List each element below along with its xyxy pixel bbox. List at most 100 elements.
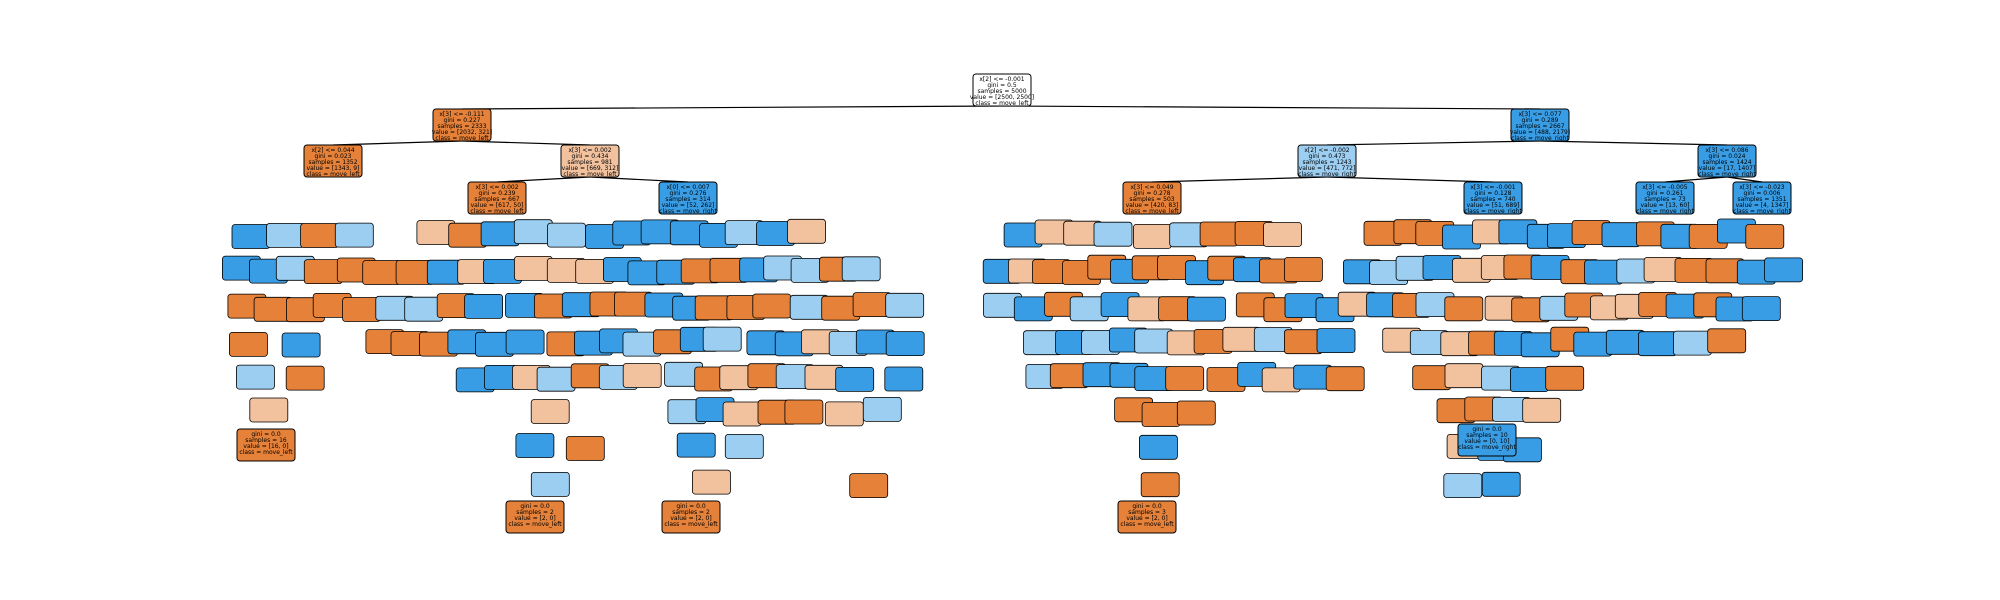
tree-node-box [300,223,340,248]
tree-node-box [692,469,731,495]
tree-node-box [480,221,520,247]
tree-edge [461,140,591,146]
node-text-line: x[3] <= 0.002 [568,147,611,154]
node-text-line: x[3] <= -0.001 [1470,184,1515,191]
node-text-line: class = move_right [1698,171,1756,178]
tree-node-box [622,363,662,388]
node-text-line: value = [2500, 2500] [970,94,1034,101]
tree-edge [1001,105,1541,110]
node-text-line: gini = 0.024 [1709,153,1746,160]
tree-node-box [530,399,570,424]
node-text-line: class = move_left [1120,521,1174,528]
tree-node-box [1325,366,1365,392]
node-text-line: samples = 314 [665,196,710,203]
node-text-line: class = move_left [306,171,360,178]
node-text-line: gini = 0.289 [1522,117,1559,124]
tree-edge [1326,176,1494,183]
node-text-line: value = [17, 1407] [1699,165,1756,172]
node-text-line: class = move_left [470,208,524,215]
node-text-line: samples = 1352 [308,159,357,166]
tree-node-box [565,436,605,461]
tree-node-box [787,218,826,244]
node-text-line: value = [617, 50] [471,202,524,209]
node-text-line: gini = 0.473 [1309,153,1346,160]
tree-node-box [676,432,716,458]
tree-node-box [1601,222,1641,248]
node-text-line: samples = 1424 [1702,159,1751,166]
tree-node-box [835,366,875,392]
node-box [1122,181,1182,215]
node-text-line: class = move_left [664,521,718,528]
tree-edge [332,140,463,146]
node-text-line: gini = 0.434 [572,153,609,160]
tree-node-box [1741,296,1781,322]
node-text-line: samples = 1351 [1737,196,1786,203]
tree-node-box [1133,223,1172,249]
tree-node-box [841,256,881,282]
tree-node-box [1176,400,1216,426]
node-box [661,500,721,534]
node-text-line: value = [2, 0] [1126,515,1167,522]
tree-node-box [1139,434,1178,460]
node-text-line: samples = 16 [245,437,287,444]
node-text-line: gini = 0.227 [444,117,481,124]
node-text-line: samples = 667 [474,196,519,203]
node-box [467,181,527,215]
node-box [1457,423,1517,457]
node-text-line: value = [2032, 321] [432,129,492,136]
tree-node-box [285,365,325,391]
node-text-line: gini = 0.0 [1472,426,1502,433]
node-box [303,144,363,178]
tree-node-box [342,297,382,322]
node-text-line: class = move_right [659,208,717,215]
tree-node-box [1510,367,1549,393]
tree-node-box [249,397,289,423]
node-text-line: value = [52, 262] [662,202,715,209]
tree-node-box [1545,365,1585,391]
tree-node-box [514,255,553,281]
tree-edge [1539,140,1728,146]
tree-node-box [1093,221,1133,247]
tree-node-box [513,219,553,245]
tree-edge [1326,140,1541,146]
node-text-line: class = move_left [508,521,562,528]
node-text-line: gini = 0.278 [1134,190,1171,197]
node-box [1117,500,1177,534]
node-box [505,500,565,534]
tree-node-box [266,222,306,248]
node-text-line: x[3] <= -0.005 [1642,184,1687,191]
node-text-line: samples = 3 [1128,509,1166,516]
node-text-line: value = [471, 772] [1299,165,1356,172]
tree-node-box [1140,472,1180,498]
tree-node-box [1764,257,1803,283]
node-text-line: class = move_right [1636,208,1694,215]
node-text-line: x[3] <= -0.023 [1739,184,1784,191]
node-text-line: value = [0, 10] [1464,438,1509,445]
tree-node-box [1673,330,1712,356]
tree-edges [332,105,1763,183]
node-box [1463,181,1523,215]
node-text-line: class = move_right [1464,208,1522,215]
node-text-line: samples = 2667 [1515,123,1564,130]
node-text-line: value = [488, 2179] [1510,129,1570,136]
node-text-line: gini = 0.0 [251,431,281,438]
tree-node-box [228,331,268,357]
node-text-line: samples = 73 [1644,196,1686,203]
tree-node-box [884,366,924,392]
node-box [972,73,1032,107]
tree-node-box [885,292,925,318]
node-text-line: gini = 0.5 [987,82,1017,89]
dense-subtree-nodes [221,218,1803,499]
tree-node-box [849,473,889,499]
node-box [1697,144,1757,178]
tree-node-box [303,259,343,285]
tree-node-box [1444,296,1484,322]
node-text-line: samples = 1243 [1302,159,1351,166]
